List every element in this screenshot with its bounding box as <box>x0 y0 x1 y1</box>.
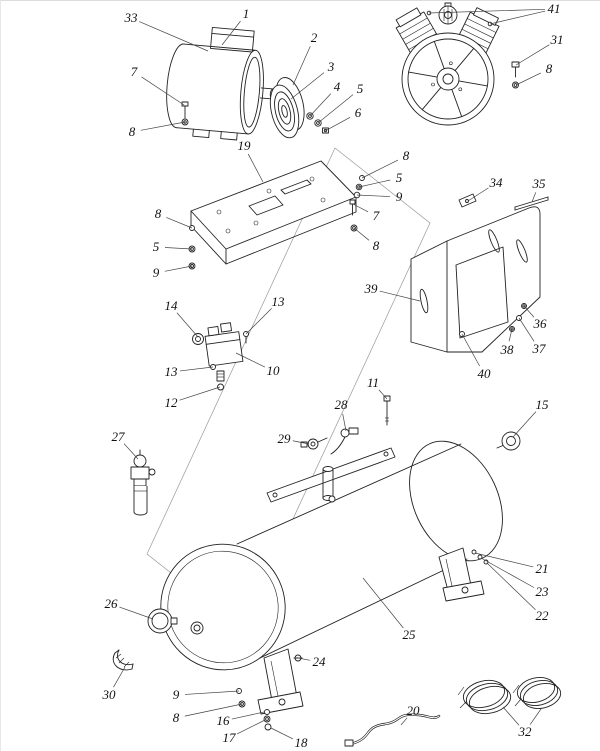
part-label-5: 5 <box>395 170 403 185</box>
guard-bracket <box>458 193 477 208</box>
elbow-30 <box>112 649 134 671</box>
part-label-37: 37 <box>532 341 546 356</box>
part-label-15: 15 <box>535 397 549 412</box>
bolt-11 <box>383 395 391 426</box>
part-label-31: 31 <box>550 32 564 47</box>
part-label-5: 5 <box>152 239 160 254</box>
mounting-strip <box>266 447 396 503</box>
part-label-8: 8 <box>372 238 380 253</box>
part-label-11: 11 <box>366 375 380 390</box>
part-label-16: 16 <box>216 713 230 728</box>
part-label-14: 14 <box>164 298 178 313</box>
part-label-10: 10 <box>266 363 280 378</box>
part-label-9: 9 <box>152 265 160 280</box>
part-label-9: 9 <box>395 189 403 204</box>
part-label-8: 8 <box>172 710 180 725</box>
plate-bolts-left <box>188 225 196 270</box>
guard-rod <box>514 196 549 211</box>
part-label-3: 3 <box>327 59 335 74</box>
flywheel <box>401 32 495 126</box>
switch-fitting <box>192 333 204 345</box>
part-label-5: 5 <box>356 81 364 96</box>
part-label-22: 22 <box>535 608 549 623</box>
part-label-17: 17 <box>222 730 236 745</box>
elbow-fitting-28 <box>330 427 359 455</box>
part-label-13: 13 <box>164 364 178 379</box>
belt-guard-panel <box>410 193 549 353</box>
pressure-switch <box>192 322 249 391</box>
pulley-hardware <box>306 112 329 134</box>
part-label-1: 1 <box>242 6 250 21</box>
part-label-35: 35 <box>532 176 546 191</box>
part-label-41: 41 <box>547 1 561 16</box>
part-label-27: 27 <box>111 429 125 444</box>
part-label-30: 30 <box>102 687 116 702</box>
part-label-28: 28 <box>334 397 348 412</box>
part-label-40: 40 <box>477 366 491 381</box>
base-plate <box>190 160 357 265</box>
cap-15 <box>496 431 521 451</box>
part-label-32: 32 <box>518 724 532 739</box>
switch-nipple <box>216 370 225 391</box>
part-label-23: 23 <box>535 584 549 599</box>
part-label-21: 21 <box>535 561 549 576</box>
part-label-36: 36 <box>533 316 547 331</box>
power-cable <box>344 713 441 747</box>
hose-coil-right <box>512 677 562 709</box>
part-label-13: 13 <box>271 294 285 309</box>
plate-bolts-right <box>353 175 365 199</box>
pulley <box>269 77 305 139</box>
part-label-12: 12 <box>164 395 178 410</box>
part-label-38: 38 <box>500 342 514 357</box>
part-label-19: 19 <box>237 138 251 153</box>
filter-regulator <box>130 449 156 516</box>
part-label-20: 20 <box>406 703 420 718</box>
tank-legs <box>257 547 489 715</box>
part-label-8: 8 <box>545 61 553 76</box>
part-label-26: 26 <box>104 596 118 611</box>
part-label-7: 7 <box>372 208 380 223</box>
hose-coil-left <box>457 679 512 715</box>
pump-bolt <box>511 61 520 89</box>
part-label-9: 9 <box>172 687 180 702</box>
part-label-24: 24 <box>312 654 326 669</box>
part-label-18: 18 <box>294 735 308 750</box>
electric-motor <box>166 26 276 141</box>
part-label-34: 34 <box>489 175 503 190</box>
gauge-26 <box>147 608 178 634</box>
part-label-2: 2 <box>310 30 318 45</box>
air-tank <box>160 440 503 671</box>
part-label-6: 6 <box>354 105 362 120</box>
part-label-4: 4 <box>333 79 341 94</box>
pump-head <box>395 2 520 126</box>
part-label-39: 39 <box>364 281 378 296</box>
part-label-8: 8 <box>128 124 136 139</box>
air-filter <box>438 2 458 25</box>
part-label-25: 25 <box>402 627 416 642</box>
part-label-8: 8 <box>154 206 162 221</box>
part-label-7: 7 <box>130 64 138 79</box>
valve-29 <box>300 437 328 450</box>
part-label-33: 33 <box>124 10 138 25</box>
part-label-8: 8 <box>402 148 410 163</box>
part-label-29: 29 <box>277 431 291 446</box>
